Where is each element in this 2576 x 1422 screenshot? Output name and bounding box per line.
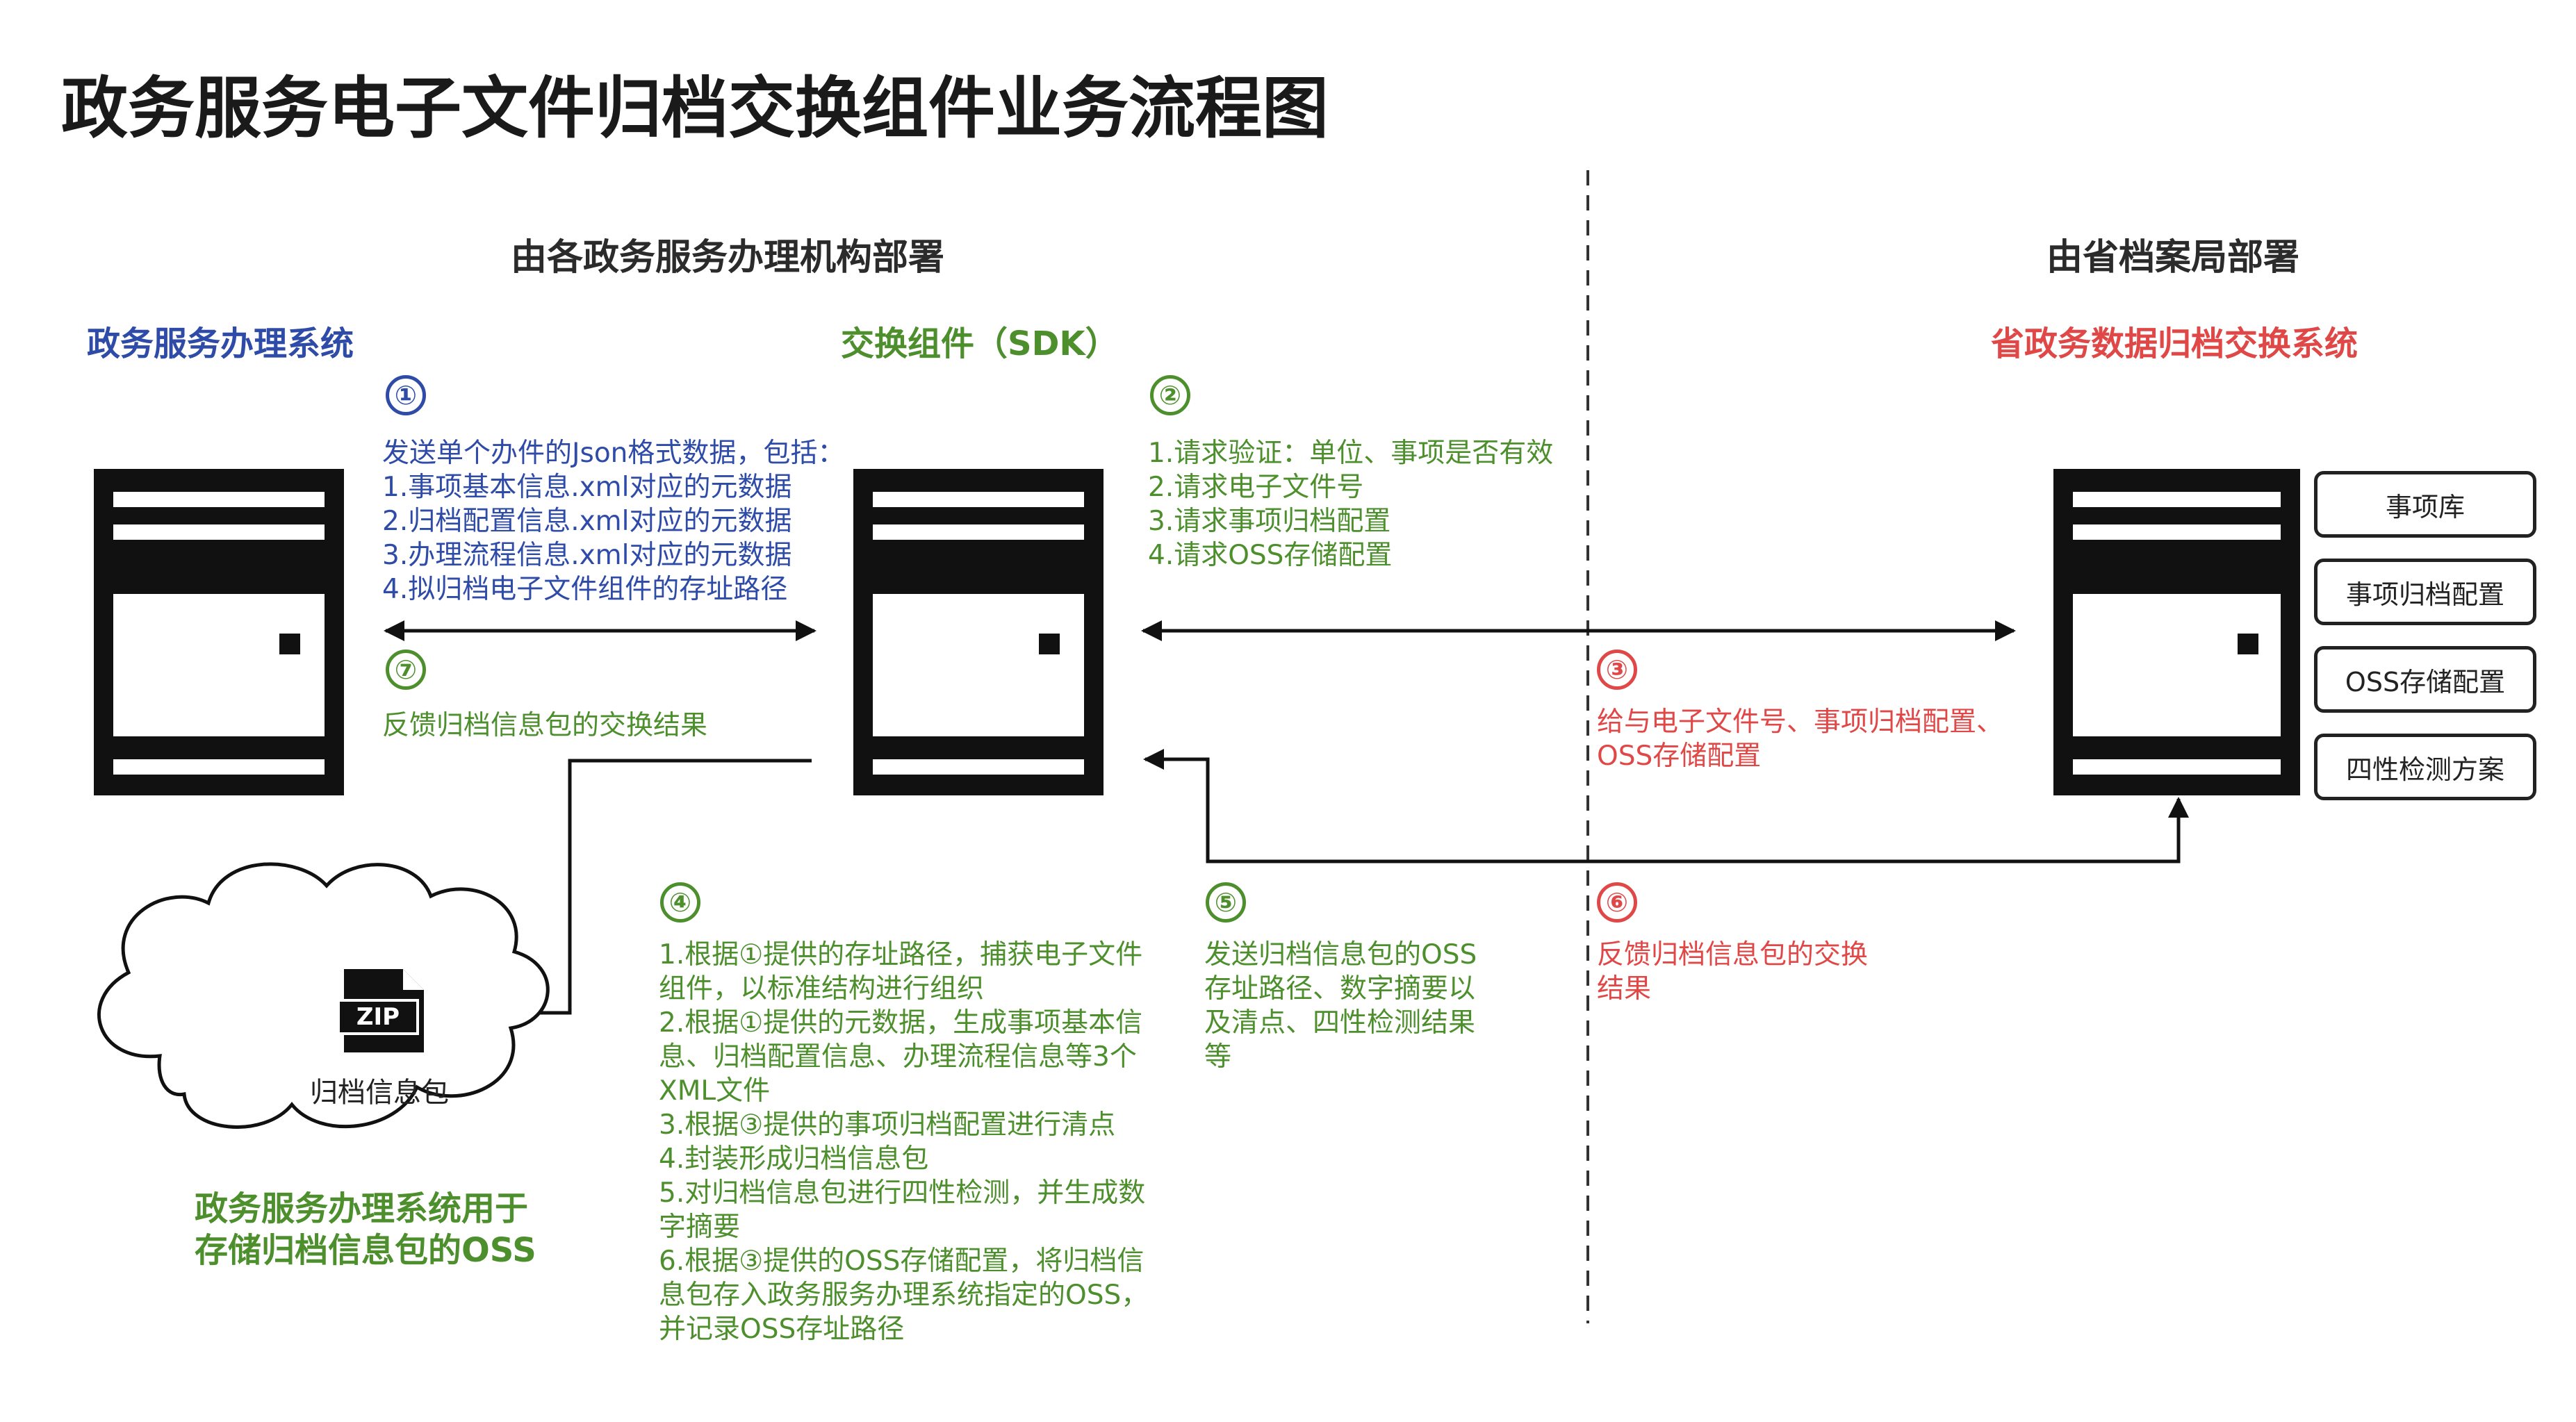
step-1-line: 发送单个办件的Json格式数据，包括： — [382, 438, 845, 469]
step-3-line: OSS存储配置 — [1597, 741, 1762, 772]
step-6-description: 反馈归档信息包的交换 结果 — [1597, 938, 1868, 1006]
config-item-oss-config: OSS存储配置 — [2314, 646, 2536, 713]
step-2-line: 2.请求电子文件号 — [1148, 472, 1364, 503]
step-4-line: 6.根据③提供的OSS存储配置，将归档信 — [659, 1246, 1145, 1277]
sdk-title: 交换组件（SDK） — [841, 324, 1119, 363]
config-item-matters-library: 事项库 — [2314, 471, 2536, 538]
step-3-badge: ③ — [1597, 650, 1637, 690]
step-5-line: 及清点、四性检测结果 — [1204, 1007, 1476, 1039]
step-3-line: 给与电子文件号、事项归档配置、 — [1597, 706, 2004, 738]
step-5-line: 发送归档信息包的OSS — [1204, 939, 1477, 970]
gov-service-system-title: 政务服务办理系统 — [87, 324, 354, 363]
zip-file-icon — [337, 969, 424, 1052]
step-4-line: 字摘要 — [659, 1212, 741, 1243]
step-3-description: 给与电子文件号、事项归档配置、 OSS存储配置 — [1597, 705, 2003, 773]
step-2-description: 1.请求验证：单位、事项是否有效 2.请求电子文件号 3.请求事项归档配置 4.… — [1148, 436, 1553, 572]
step-6-line: 反馈归档信息包的交换 — [1597, 939, 1869, 970]
step-4-line: 组件，以标准结构进行组织 — [659, 973, 985, 1005]
oss-caption: 政务服务办理系统用于 存储归档信息包的OSS — [195, 1188, 536, 1271]
right-deployment-header: 由省档案局部署 — [2046, 237, 2300, 279]
page-title: 政务服务电子文件归档交换组件业务流程图 — [61, 69, 1329, 147]
step-1-badge: ① — [386, 375, 426, 415]
step-2-line: 4.请求OSS存储配置 — [1148, 540, 1393, 571]
step-7-description: 反馈归档信息包的交换结果 — [382, 709, 707, 743]
step-4-line: 1.根据①提供的存址路径，捕获电子文件 — [659, 939, 1143, 970]
step-5-description: 发送归档信息包的OSS 存址路径、数字摘要以 及清点、四性检测结果 等 — [1204, 938, 1477, 1074]
step-4-line: 息、归档配置信息、办理流程信息等3个 — [659, 1041, 1137, 1073]
step-2-badge: ② — [1150, 375, 1190, 415]
step-5-line: 存址路径、数字摘要以 — [1204, 973, 1476, 1005]
step-4-description: 1.根据①提供的存址路径，捕获电子文件 组件，以标准结构进行组织 2.根据①提供… — [659, 938, 1148, 1346]
province-system-title: 省政务数据归档交换系统 — [1991, 324, 2358, 363]
step-7-badge: ⑦ — [386, 650, 426, 690]
step-4-line: 并记录OSS存址路径 — [659, 1314, 905, 1345]
step-4-badge: ④ — [660, 882, 700, 923]
step-1-description: 发送单个办件的Json格式数据，包括： 1.事项基本信息.xml对应的元数据 2… — [382, 436, 844, 606]
step-6-badge: ⑥ — [1597, 882, 1637, 923]
step-1-line: 4.拟归档电子文件组件的存址路径 — [382, 574, 788, 605]
oss-caption-line: 存储归档信息包的OSS — [195, 1231, 536, 1270]
step-1-line: 1.事项基本信息.xml对应的元数据 — [382, 472, 792, 503]
arrow-feedback-loop — [1147, 757, 2189, 863]
gov-service-server-icon — [94, 469, 344, 795]
step-1-line: 3.办理流程信息.xml对应的元数据 — [382, 540, 792, 571]
step-7-line: 反馈归档信息包的交换结果 — [382, 710, 708, 741]
oss-caption-line: 政务服务办理系统用于 — [195, 1189, 529, 1228]
step-2-line: 1.请求验证：单位、事项是否有效 — [1148, 438, 1554, 469]
config-item-archive-config: 事项归档配置 — [2314, 559, 2536, 625]
step-6-line: 结果 — [1597, 973, 1652, 1005]
step-5-line: 等 — [1204, 1041, 1232, 1073]
sdk-server-icon — [853, 469, 1104, 795]
step-1-line: 2.归档配置信息.xml对应的元数据 — [382, 506, 792, 537]
step-4-line: 3.根据③提供的事项归档配置进行清点 — [659, 1109, 1116, 1141]
archive-package-label: 归档信息包 — [310, 1077, 449, 1109]
step-4-line: 4.封装形成归档信息包 — [659, 1143, 929, 1175]
step-4-line: 息包存入政务服务办理系统指定的OSS， — [659, 1280, 1149, 1311]
oss-cloud-shape — [97, 862, 550, 1129]
province-server-icon — [2053, 469, 2300, 795]
config-item-four-property-check: 四性检测方案 — [2314, 734, 2536, 800]
step-5-badge: ⑤ — [1206, 882, 1246, 923]
zip-label: ZIP — [356, 1003, 400, 1031]
step-4-line: 5.对归档信息包进行四性检测，并生成数 — [659, 1177, 1146, 1209]
step-4-line: XML文件 — [659, 1075, 771, 1107]
step-2-line: 3.请求事项归档配置 — [1148, 506, 1391, 537]
step-4-line: 2.根据①提供的元数据，生成事项基本信 — [659, 1007, 1143, 1039]
left-deployment-header: 由各政务服务办理机构部署 — [511, 237, 945, 279]
